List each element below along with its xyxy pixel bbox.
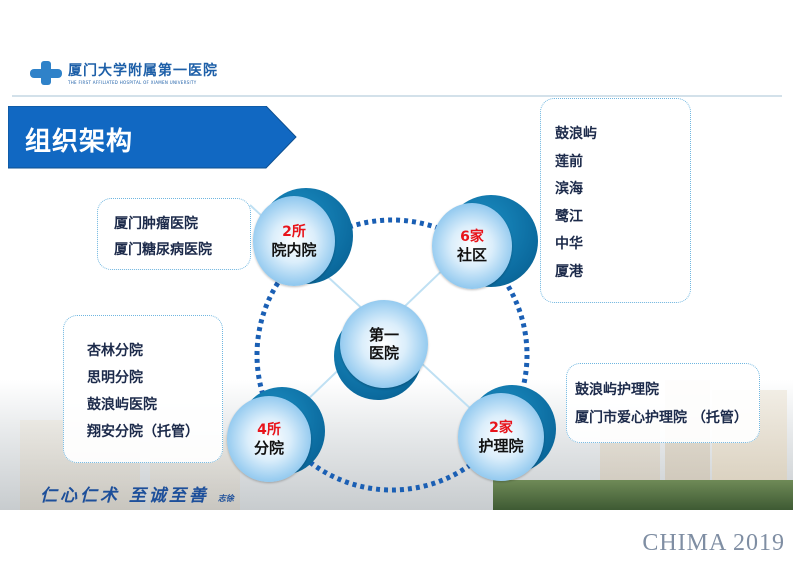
list-item: 莲前 — [555, 153, 583, 170]
list-item: 厦门肿瘤医院 — [114, 216, 198, 232]
node-name: 社区 — [456, 245, 487, 264]
branch-list: 杏林分院 思明分院 鼓浪屿医院 翔安分院（托管） — [63, 315, 223, 463]
hospital-logo: 厦门大学附属第一医院 THE FIRST AFFILIATED HOSPITAL… — [30, 60, 218, 85]
list-item: 鼓浪屿护理院 — [575, 382, 659, 398]
node-name: 护理院 — [478, 436, 524, 455]
node-count: 4所 — [257, 421, 281, 438]
motto-text: 仁心仁术 至诚至善 — [40, 486, 209, 506]
slide: 厦门大学附属第一医院 THE FIRST AFFILIATED HOSPITAL… — [0, 60, 793, 510]
page-title: 组织架构 — [25, 127, 134, 157]
hospital-motto: 仁心仁术 至诚至善 志徐 — [40, 481, 234, 506]
node-count: 2所 — [282, 223, 306, 240]
center-label-line2: 医院 — [368, 344, 399, 362]
in-hospital-list: 厦门肿瘤医院 厦门糖尿病医院 — [97, 198, 251, 270]
node-name: 分院 — [253, 438, 284, 457]
list-item: 滨海 — [555, 181, 583, 197]
list-item: 鹭江 — [555, 208, 583, 225]
center-label-line1: 第一 — [368, 326, 399, 344]
node-count: 2家 — [489, 419, 513, 436]
conference-label: CHIMA 2019 — [642, 530, 785, 556]
list-item: 杏林分院 — [87, 343, 143, 359]
motto-signature: 志徐 — [217, 493, 234, 503]
node-name: 院内院 — [271, 240, 317, 259]
list-item: 厦门糖尿病医院 — [114, 242, 212, 258]
list-item: 翔安分院（托管） — [87, 424, 199, 440]
title-banner: 组织架构 — [8, 106, 297, 169]
logo-english-name: THE FIRST AFFILIATED HOSPITAL OF XIAMEN … — [68, 80, 197, 85]
community-list: 鼓浪屿 莲前 滨海 鹭江 中华 厦港 — [540, 98, 691, 303]
list-item: 厦门市爱心护理院 （托管） — [575, 410, 748, 426]
grass — [493, 480, 793, 510]
dotted-ring — [254, 217, 530, 493]
node-count: 6家 — [460, 228, 484, 245]
list-item: 厦港 — [555, 263, 583, 280]
list-item: 思明分院 — [87, 370, 143, 386]
list-item: 中华 — [555, 236, 583, 252]
list-item: 鼓浪屿医院 — [87, 397, 157, 413]
medical-cross-icon — [30, 60, 62, 85]
logo-chinese-name: 厦门大学附属第一医院 — [68, 63, 218, 79]
nursing-list: 鼓浪屿护理院 厦门市爱心护理院 （托管） — [566, 363, 760, 443]
list-item: 鼓浪屿 — [555, 126, 597, 142]
header-divider — [12, 95, 782, 97]
